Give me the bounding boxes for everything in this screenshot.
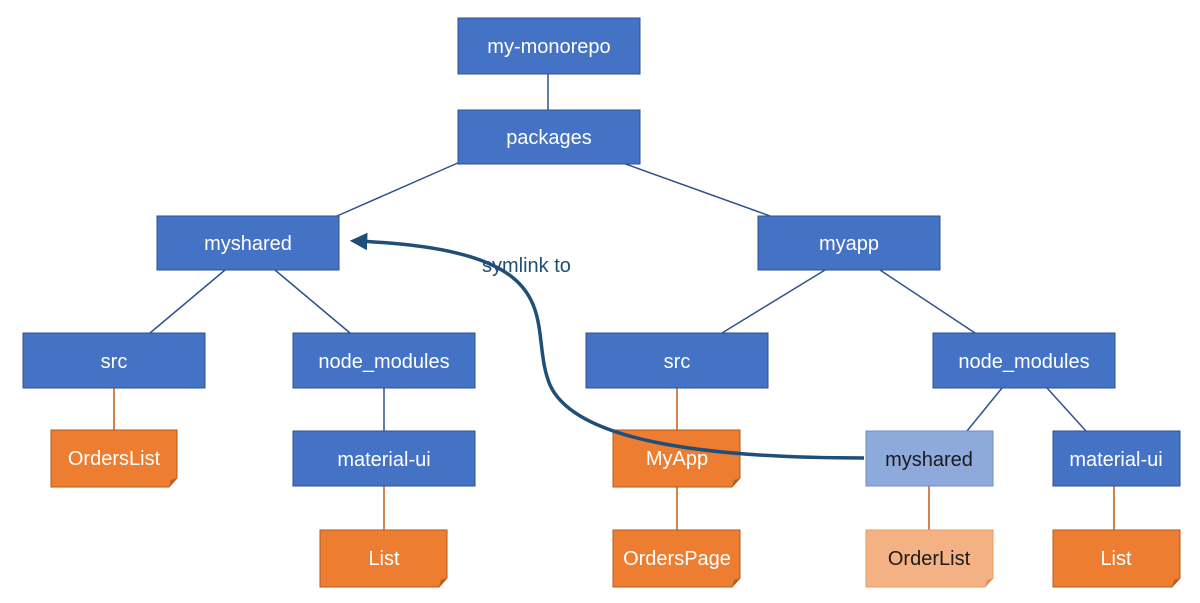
node-myshared-src-label: src — [101, 351, 128, 373]
node-myshared-node-modules-label: node_modules — [318, 351, 449, 373]
node-myapp-box[interactable] — [757, 215, 941, 271]
file-orderslist-fold-icon — [169, 478, 177, 487]
node-myapp-myshared-link-label: myshared — [885, 449, 973, 471]
node-myapp-material-ui-label: material-ui — [1069, 449, 1162, 471]
node-myapp-material-ui-box[interactable] — [1052, 430, 1181, 487]
file-orderspage-label: OrdersPage — [623, 548, 731, 570]
connector-myshared-node-modules — [274, 269, 351, 334]
connector-packages-myapp — [619, 161, 771, 217]
file-myapp-list-fold-icon — [1172, 578, 1180, 587]
node-myshared-src-box[interactable] — [22, 332, 206, 389]
node-myapp-myshared-link-box[interactable] — [865, 430, 994, 487]
node-myshared-node-modules-box[interactable] — [292, 332, 476, 389]
file-myapp-fold-icon — [732, 478, 740, 487]
connector-packages-myshared — [336, 161, 461, 217]
connector-node-modules-myshared-link — [966, 387, 1003, 432]
file-orderspage-fold-icon — [732, 578, 740, 587]
node-myapp-label: myapp — [819, 233, 879, 255]
node-myshared-box[interactable] — [156, 215, 340, 271]
file-myshared-list-label: List — [368, 548, 400, 570]
connector-node-modules-material-ui-2 — [1046, 387, 1087, 432]
symlink-arrow — [349, 232, 865, 460]
node-root-box[interactable] — [457, 17, 641, 75]
file-orderlist-label: OrderList — [888, 548, 971, 570]
connector-myapp-node-modules — [879, 269, 976, 334]
node-myapp-src-label: src — [664, 351, 691, 373]
file-orderlist-fold-icon — [985, 578, 993, 587]
node-packages-label: packages — [506, 127, 592, 149]
node-myshared-material-ui-label: material-ui — [337, 449, 430, 471]
file-boxes: OrdersList List MyApp OrdersPage OrderLi… — [50, 429, 1181, 588]
node-myapp-src-box[interactable] — [585, 332, 769, 389]
file-myapp-label: MyApp — [646, 448, 708, 470]
node-myshared-label: myshared — [204, 233, 292, 255]
file-connectors — [113, 388, 1115, 530]
node-myshared-material-ui-box[interactable] — [292, 430, 476, 487]
folder-boxes: my-monorepo packages myshared myapp src … — [22, 17, 1181, 487]
symlink-label: symlink to — [482, 255, 571, 277]
file-myshared-list-fold-icon — [439, 578, 447, 587]
node-myapp-node-modules-label: node_modules — [958, 351, 1089, 373]
file-myapp-list-label: List — [1100, 548, 1132, 570]
connector-myapp-src — [721, 269, 826, 334]
node-packages-box[interactable] — [457, 109, 641, 165]
node-root-label: my-monorepo — [487, 36, 610, 58]
node-myapp-node-modules-box[interactable] — [932, 332, 1116, 389]
connector-myshared-src — [149, 269, 226, 334]
folder-connectors — [149, 74, 1087, 432]
file-orderslist-label: OrdersList — [68, 448, 161, 470]
